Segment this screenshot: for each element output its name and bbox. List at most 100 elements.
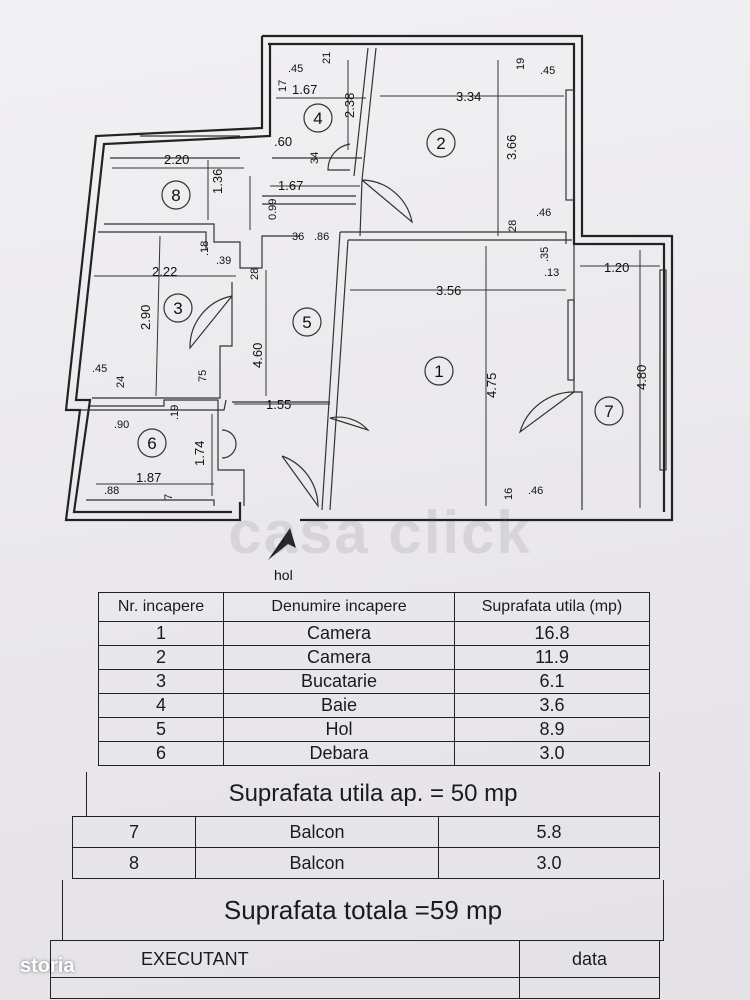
- dim-r6-c: .88: [104, 485, 119, 497]
- dim-r4-height: 2.38: [342, 93, 357, 118]
- row-area: 3.0: [454, 741, 650, 766]
- dim-r1-c: 16: [503, 488, 515, 500]
- row-nr: 6: [98, 741, 224, 766]
- row-nr: 7: [72, 816, 196, 848]
- row-area: 3.0: [438, 847, 660, 879]
- blank-row: [50, 977, 660, 999]
- floor-plan: 1 2 3 4 5 6 7 8 1.67 2.38 .45 21 17 .60 …: [64, 34, 674, 583]
- dim-r5-height: 4.60: [250, 343, 265, 368]
- dim-r3-width: 2.22: [152, 264, 177, 279]
- rooms-table: Nr. incapere Denumire incapere Suprafata…: [98, 592, 650, 766]
- dim-r2-width: 3.34: [456, 89, 481, 104]
- dimension-labels: 1.67 2.38 .45 21 17 .60 34 3.34 3.66 19 …: [92, 52, 649, 500]
- grand-total: Suprafata totala =59 mp: [62, 880, 664, 941]
- dim-r2-d: .46: [536, 207, 551, 219]
- header-area: Suprafata utila (mp): [454, 592, 650, 622]
- entrance-marker: hol: [268, 528, 296, 583]
- dim-r3-height: 2.90: [138, 305, 153, 330]
- dim-r6-b: .19: [169, 405, 181, 420]
- dim-r1-height: 4.75: [484, 373, 499, 398]
- watermark: casa click: [228, 499, 532, 566]
- dimension-lines: [94, 60, 660, 508]
- room-4-number: 4: [313, 109, 322, 128]
- dim-r5-width: 1.55: [266, 397, 291, 412]
- dim-r6-height: 1.74: [192, 441, 207, 466]
- dim-r4-b: 21: [321, 52, 333, 64]
- room-5-number: 5: [302, 313, 311, 332]
- dim-r2-c: 28: [507, 220, 519, 232]
- row-nr: 4: [98, 693, 224, 718]
- header-nr: Nr. incapere: [98, 592, 224, 622]
- dim-r6-a: .90: [114, 419, 129, 431]
- dim-r4-c: 17: [277, 80, 289, 92]
- dim-corr-a: 36: [292, 231, 304, 243]
- blank-cell: [50, 977, 520, 999]
- date-label: data: [519, 940, 660, 978]
- dim-corr-width: 1.67: [278, 178, 303, 193]
- row-area: 5.8: [438, 816, 660, 848]
- entrance-arrow-icon: [268, 528, 296, 560]
- dim-r2-b: .45: [540, 65, 555, 77]
- room-8-number: 8: [171, 186, 180, 205]
- executant-label: EXECUTANT: [50, 940, 520, 978]
- executant-table: EXECUTANT data: [50, 940, 660, 999]
- dim-r6-width: 1.87: [136, 470, 161, 485]
- row-nr: 2: [98, 645, 224, 670]
- brand-logo[interactable]: storia: [20, 955, 75, 977]
- dim-r2-a: 19: [515, 58, 527, 70]
- row-area: 16.8: [454, 621, 650, 646]
- row-name: Balcon: [195, 816, 439, 848]
- dim-r4-width: 1.67: [292, 82, 317, 97]
- row-name: Balcon: [195, 847, 439, 879]
- useful-area-total: Suprafata utila ap. = 50 mp: [86, 772, 660, 816]
- row-area: 8.9: [454, 717, 650, 742]
- row-name: Bucatarie: [223, 669, 455, 694]
- dim-r4-e: 34: [309, 152, 321, 164]
- header-name: Denumire incapere: [223, 592, 455, 622]
- dim-r3-b: .39: [216, 255, 231, 267]
- dim-corr-b: .86: [314, 231, 329, 243]
- dim-r1-width: 3.56: [436, 283, 461, 298]
- rooms-table-header: Nr. incapere Denumire incapere Suprafata…: [98, 592, 650, 622]
- dim-r1-b: .13: [544, 267, 559, 279]
- dim-r7-height: 4.80: [634, 365, 649, 390]
- dim-r8-width: 2.20: [164, 152, 189, 167]
- dim-r2-height: 3.66: [504, 135, 519, 160]
- blank-cell: [519, 977, 660, 999]
- dim-r3-c: .45: [92, 363, 107, 375]
- room-3-number: 3: [173, 299, 182, 318]
- doors: [189, 143, 575, 508]
- row-area: 11.9: [454, 645, 650, 670]
- row-name: Baie: [223, 693, 455, 718]
- row-nr: 1: [98, 621, 224, 646]
- row-nr: 5: [98, 717, 224, 742]
- dim-r4-d: .60: [274, 134, 292, 149]
- dim-r5-a: 28: [249, 268, 261, 280]
- dim-r3-e: 75: [197, 370, 209, 382]
- dim-corr-height: 0.99: [267, 199, 279, 220]
- row-name: Debara: [223, 741, 455, 766]
- room-7-number: 7: [604, 402, 613, 421]
- room-2-number: 2: [436, 134, 445, 153]
- room-1-number: 1: [434, 362, 443, 381]
- dim-r8-height: 1.36: [210, 169, 225, 194]
- row-name: Camera: [223, 621, 455, 646]
- entrance-label: hol: [274, 567, 293, 583]
- dim-r6-d: 7: [163, 494, 175, 500]
- row-area: 3.6: [454, 693, 650, 718]
- interior-walls: [80, 47, 667, 511]
- row-name: Hol: [223, 717, 455, 742]
- dim-r7-width: 1.20: [604, 260, 629, 275]
- dim-r1-d: .46: [528, 485, 543, 497]
- room-markers: 1 2 3 4 5 6 7 8: [137, 103, 624, 458]
- row-name: Camera: [223, 645, 455, 670]
